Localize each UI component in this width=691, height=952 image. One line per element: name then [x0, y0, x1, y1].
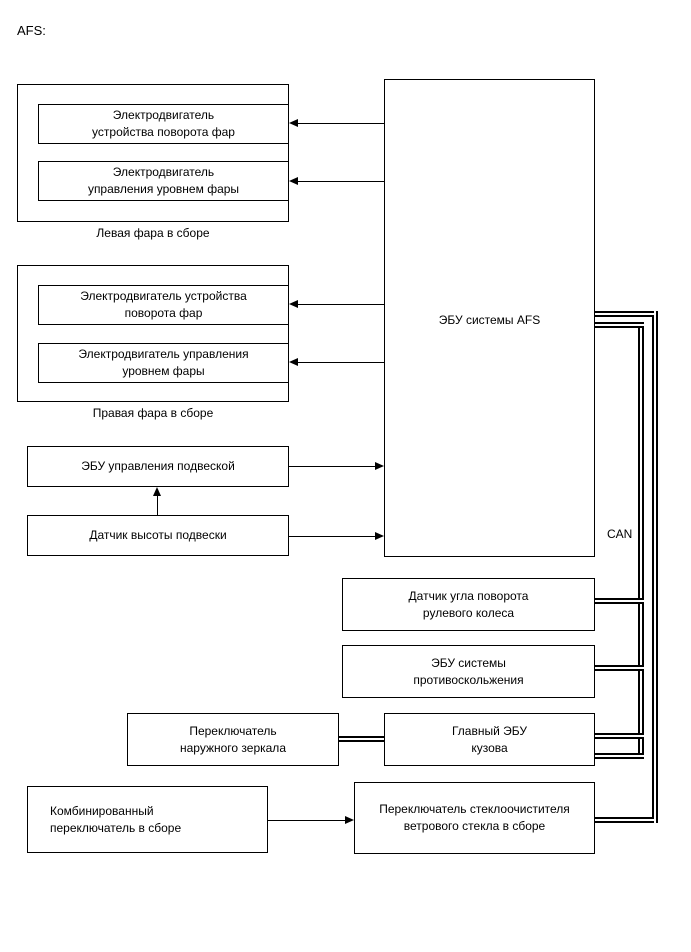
- windshield-wiper-switch[interactable]: Переключатель стеклоочистителя ветрового…: [354, 782, 595, 854]
- height-sensor-to-afs-arrowhead: [375, 532, 384, 540]
- afs-to-right-swivel-arrowhead: [289, 300, 298, 308]
- can-bus-afs-branch: [595, 311, 654, 317]
- main-body-ecu[interactable]: Главный ЭБУ кузова: [384, 713, 595, 766]
- skid-control-ecu[interactable]: ЭБУ системы противоскольжения: [342, 645, 595, 698]
- afs-to-right-leveling-line: [298, 362, 384, 363]
- right-headlamp-caption: Правая фара в сборе: [92, 406, 214, 420]
- afs-ecu-block[interactable]: [384, 79, 595, 557]
- afs-to-right-swivel-line: [298, 304, 384, 305]
- suspension-control-ecu[interactable]: ЭБУ управления подвеской: [27, 446, 289, 487]
- height-sensor-to-afs-line: [289, 536, 375, 537]
- page-title: AFS:: [17, 23, 46, 38]
- combination-to-wiper-line: [268, 820, 345, 821]
- can-bus-wiper-branch: [595, 817, 654, 823]
- can-bus-label: CAN: [607, 527, 633, 541]
- suspension-ecu-to-afs-arrowhead: [375, 462, 384, 470]
- afs-to-left-swivel-arrowhead: [289, 119, 298, 127]
- combination-to-wiper-arrowhead: [345, 816, 354, 824]
- left-headlamp-leveling-motor[interactable]: Электродвигатель управления уровнем фары: [38, 161, 289, 201]
- right-headlamp-leveling-motor[interactable]: Электродвигатель управления уровнем фары: [38, 343, 289, 383]
- steering-angle-sensor[interactable]: Датчик угла поворота рулевого колеса: [342, 578, 595, 631]
- left-headlamp-swivel-motor[interactable]: Электродвигатель устройства поворота фар: [38, 104, 289, 144]
- combination-switch[interactable]: Комбинированный переключатель в сборе: [27, 786, 268, 853]
- can-bus-trunk: [652, 311, 658, 823]
- sensor-to-ecu-line: [157, 496, 158, 515]
- afs-ecu-label: ЭБУ системы AFS: [438, 313, 541, 327]
- suspension-height-sensor[interactable]: Датчик высоты подвески: [27, 515, 289, 556]
- mirror-to-main-body-bus: [339, 736, 384, 742]
- can-bus-branch-skid-control: [595, 665, 644, 671]
- afs-to-left-swivel-line: [298, 123, 384, 124]
- left-headlamp-caption: Левая фара в сборе: [96, 226, 210, 240]
- afs-to-right-leveling-arrowhead: [289, 358, 298, 366]
- can-bus-branch-main-body: [595, 733, 644, 739]
- afs-to-left-leveling-line: [298, 181, 384, 182]
- afs-to-left-leveling-arrowhead: [289, 177, 298, 185]
- right-headlamp-swivel-motor[interactable]: Электродвигатель устройства поворота фар: [38, 285, 289, 325]
- sensor-to-ecu-arrowhead: [153, 487, 161, 496]
- suspension-ecu-to-afs-line: [289, 466, 375, 467]
- can-bus-inner-trunk: [638, 322, 644, 759]
- can-bus-branch-steering-angle: [595, 598, 644, 604]
- can-bus-branch-wiper-inner: [595, 753, 644, 759]
- outside-mirror-switch[interactable]: Переключатель наружного зеркала: [127, 713, 339, 766]
- can-bus-inner-top: [595, 322, 644, 328]
